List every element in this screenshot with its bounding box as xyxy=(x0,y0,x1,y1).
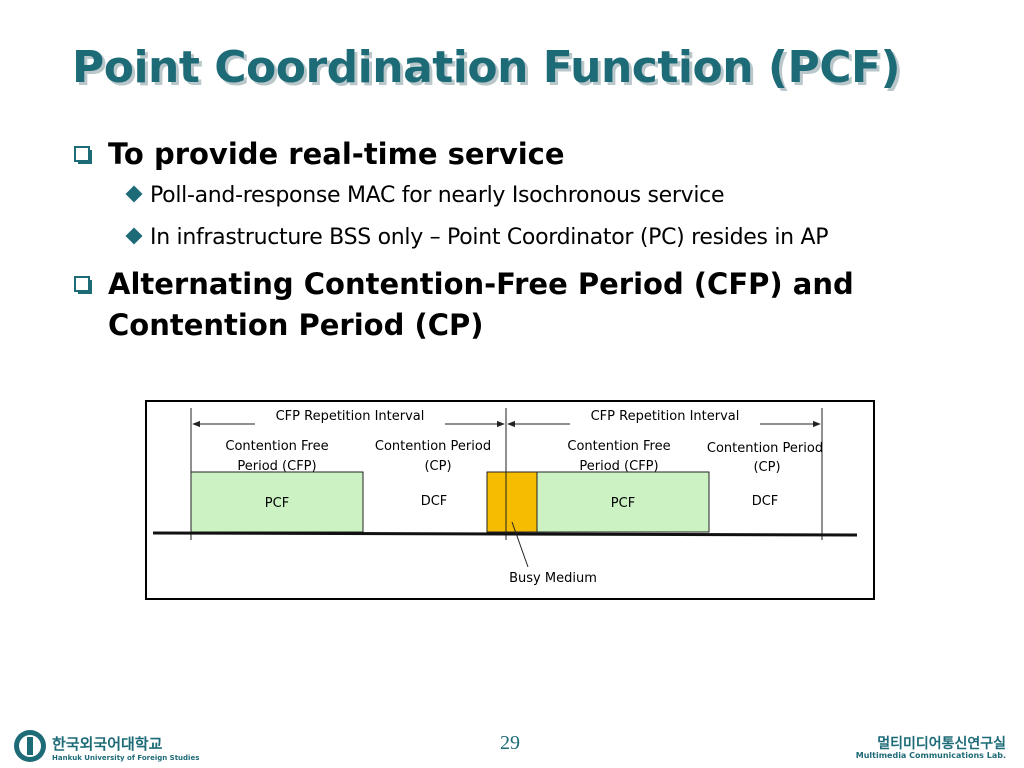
diamond-bullet-icon xyxy=(125,227,143,245)
lab-name-en: Multimedia Communications Lab. xyxy=(855,751,1006,760)
dcf-label: DCF xyxy=(421,494,448,509)
time-axis xyxy=(152,531,858,537)
cp-label-line2: (CP) xyxy=(424,459,451,474)
bullet-text: Alternating Contention-Free Period (CFP)… xyxy=(108,267,854,342)
page-number: 29 xyxy=(500,732,520,754)
bullet-realtime: To provide real-time service xyxy=(74,134,565,175)
cfp-label-line2: Period (CFP) xyxy=(237,459,316,474)
checkbox-bullet-icon xyxy=(74,276,92,294)
sub-bullet-text: In infrastructure BSS only – Point Coord… xyxy=(150,225,829,250)
cp-label-line1: Contention Period xyxy=(707,441,823,456)
lab-name-ko: 멀티미디어통신연구실 xyxy=(877,736,1006,752)
repetition-interval-label: CFP Repetition Interval xyxy=(591,409,740,424)
bullet-text: To provide real-time service xyxy=(108,137,565,171)
pcf-block xyxy=(536,471,710,533)
dcf-label: DCF xyxy=(752,494,779,509)
university-name-en: Hankuk University of Foreign Studies xyxy=(52,754,199,762)
cfp-label-line2: Period (CFP) xyxy=(579,459,658,474)
repetition-interval-label: CFP Repetition Interval xyxy=(276,409,425,424)
cfp-label-line1: Contention Free xyxy=(567,439,670,454)
cp-label-line2: (CP) xyxy=(753,460,780,475)
cp-label-line1: Contention Period xyxy=(375,439,491,454)
pcf-label: PCF xyxy=(265,496,289,511)
sub-bullet-poll: Poll-and-response MAC for nearly Isochro… xyxy=(124,183,725,208)
slide-title: Point Coordination Function (PCF) xyxy=(72,42,901,93)
checkbox-bullet-icon xyxy=(74,146,92,164)
university-logo: 한국외국어대학교 Hankuk University of Foreign St… xyxy=(12,728,252,768)
bullet-alternating: Alternating Contention-Free Period (CFP)… xyxy=(74,264,934,346)
university-name-ko: 한국외국어대학교 xyxy=(52,735,163,753)
cfp-cp-timing-diagram: CFP Repetition Interval CFP Repetition I… xyxy=(145,400,875,600)
cfp-label-line1: Contention Free xyxy=(225,439,328,454)
busy-medium-label: Busy Medium xyxy=(509,571,597,586)
diamond-bullet-icon xyxy=(125,185,143,203)
pcf-block xyxy=(190,471,364,533)
sub-bullet-infrastructure: In infrastructure BSS only – Point Coord… xyxy=(124,225,829,250)
sub-bullet-text: Poll-and-response MAC for nearly Isochro… xyxy=(150,183,725,208)
pcf-label: PCF xyxy=(611,496,635,511)
